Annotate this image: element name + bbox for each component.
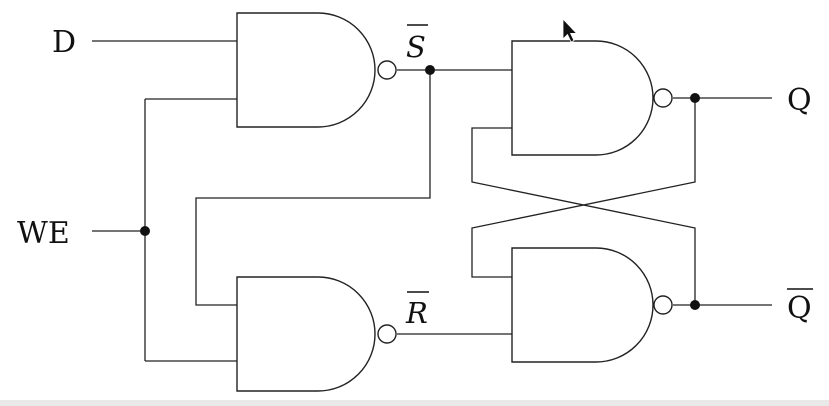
label-q-bar-group: Q (787, 288, 813, 326)
label-q: Q (787, 83, 812, 118)
label-r-bar-group: R (405, 291, 429, 330)
wire-q-bar-feedback (471, 127, 696, 305)
nand-gate-4 (511, 247, 673, 363)
junction-q (690, 93, 700, 103)
wire-q-feedback (471, 98, 696, 278)
label-s-bar-group: S (406, 24, 428, 64)
nand-gate-1 (236, 12, 397, 128)
wire-s-bar-down (195, 70, 431, 306)
nand-gate-3 (511, 40, 673, 156)
junction-we (140, 226, 150, 236)
junctions (140, 65, 700, 310)
nand-gate-2 (236, 276, 397, 392)
mouse-cursor-icon (562, 17, 578, 43)
junction-s-bar (425, 65, 435, 75)
wires (92, 40, 772, 362)
junction-q-bar (690, 300, 700, 310)
label-s-bar: S (406, 30, 426, 64)
label-q-bar: Q (787, 291, 812, 326)
label-d: D (52, 25, 76, 60)
label-we: WE (17, 216, 70, 251)
label-r-bar: R (405, 296, 428, 330)
